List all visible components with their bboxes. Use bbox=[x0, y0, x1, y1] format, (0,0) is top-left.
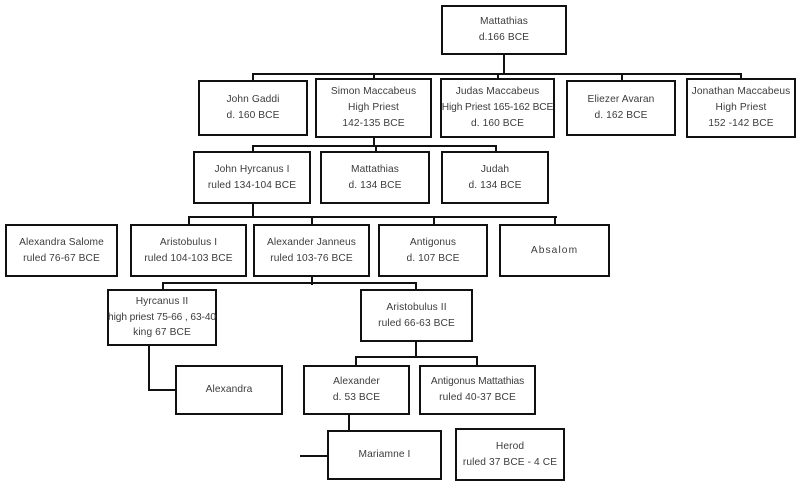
node-label-line: Alexander Janneus bbox=[267, 236, 356, 248]
node-label-line: ruled 76-67 BCE bbox=[23, 252, 100, 264]
connector-gen2-stub-jonathan bbox=[740, 73, 743, 80]
node-label-line: ruled 40-37 BCE bbox=[439, 392, 516, 403]
node-label-line: ruled 104-103 BCE bbox=[144, 252, 233, 264]
connector-gen4-bus bbox=[188, 216, 557, 219]
node-label-line: d. 160 BCE bbox=[226, 110, 280, 121]
connector-gen6-bus bbox=[355, 356, 478, 359]
connector-gen4-stub-antigonus bbox=[433, 216, 436, 226]
node-aristobulus-ii[interactable]: Aristobulus II ruled 66-63 BCE bbox=[360, 289, 473, 342]
node-john-hyrcanus-i[interactable]: John Hyrcanus I ruled 134-104 BCE bbox=[193, 151, 311, 204]
node-label-line: Absalom bbox=[530, 244, 579, 256]
node-antigonus-mattathias[interactable]: Antigonus Mattathias ruled 40-37 BCE bbox=[419, 365, 536, 415]
connector-gen3-bus bbox=[252, 145, 497, 148]
connector-gen2-stub-simon bbox=[373, 73, 376, 80]
node-label-line: ruled 66-63 BCE bbox=[378, 317, 455, 329]
connector-hyrcanus2-elbow bbox=[148, 389, 177, 392]
node-label-line: Aristobulus I bbox=[159, 236, 218, 248]
node-label-line: Mariamne I bbox=[358, 449, 411, 461]
connector-aristobulus2-drop bbox=[415, 342, 418, 358]
node-label-line: Alexander bbox=[333, 376, 380, 388]
node-label-line: High Priest bbox=[715, 102, 767, 114]
node-label-line: Herod bbox=[495, 440, 525, 452]
node-label-line: High Priest 165-162 BCE bbox=[441, 102, 554, 114]
node-label-line: Judah bbox=[480, 163, 510, 175]
node-label-line: d. 53 BCE bbox=[332, 392, 381, 403]
node-label-line: king 67 BCE bbox=[133, 327, 191, 339]
node-mattathias-elder[interactable]: Mattathias d.166 BCE bbox=[441, 5, 567, 55]
node-label-line: Antigonus bbox=[409, 236, 457, 248]
node-john-gaddi[interactable]: John Gaddi d. 160 BCE bbox=[198, 80, 308, 136]
node-alexander[interactable]: Alexander d. 53 BCE bbox=[303, 365, 410, 415]
node-label-line: high priest 75-66 , 63-40 bbox=[108, 311, 216, 323]
connector-gen2-stub-judas bbox=[497, 73, 500, 80]
connector-gen5-stub-aristobulus2 bbox=[415, 282, 418, 291]
connector-simon-drop bbox=[373, 138, 376, 147]
connector-gen3-stub-judah bbox=[495, 145, 498, 153]
node-label-line: John Hyrcanus I bbox=[214, 163, 290, 175]
node-label-line: d. 162 BCE bbox=[594, 110, 648, 121]
connector-gen5-stub-hyrcanus2 bbox=[162, 282, 165, 291]
node-label-line: ruled 103-76 BCE bbox=[270, 252, 353, 264]
node-label-line: d. 134 BCE bbox=[468, 179, 522, 191]
node-label-line: ruled 134-104 BCE bbox=[207, 179, 297, 191]
node-label-line: 152 -142 BCE bbox=[708, 117, 774, 129]
node-label-line: Judas Maccabeus bbox=[455, 86, 540, 98]
node-hyrcanus-ii[interactable]: Hyrcanus II high priest 75-66 , 63-40 king… bbox=[107, 289, 217, 346]
connector-janneus-drop bbox=[311, 277, 314, 285]
connector-gen3-stub-hyrcanus bbox=[252, 145, 255, 153]
node-alexander-janneus[interactable]: Alexander Janneus ruled 103-76 BCE bbox=[253, 224, 370, 277]
node-label-line: Alexandra bbox=[205, 384, 253, 396]
node-label-line: John Gaddi bbox=[226, 94, 280, 106]
node-label-line: Aristobulus II bbox=[386, 301, 447, 313]
node-alexandra-salome[interactable]: Alexandra Salome ruled 76-67 BCE bbox=[5, 224, 118, 277]
node-mariamne-i[interactable]: Mariamne I bbox=[327, 430, 442, 480]
node-aristobulus-i[interactable]: Aristobulus I ruled 104-103 BCE bbox=[130, 224, 247, 277]
node-alexandra[interactable]: Alexandra bbox=[175, 365, 283, 415]
node-label-line: d. 134 BCE bbox=[348, 179, 402, 191]
node-label-line: Hyrcanus II bbox=[135, 295, 189, 307]
node-label-line: Jonathan Maccabeus bbox=[691, 86, 791, 98]
connector-gen2-stub-eliezer bbox=[621, 73, 624, 82]
node-absalom[interactable]: Absalom bbox=[499, 224, 610, 277]
node-label-line: 142-135 BCE bbox=[342, 117, 405, 129]
node-label-line: ruled 37 BCE - 4 CE bbox=[462, 456, 558, 468]
connector-gen4-stub-aristobulus1 bbox=[188, 216, 191, 226]
node-herod[interactable]: Herod ruled 37 BCE - 4 CE bbox=[455, 428, 565, 481]
connector-gen2-stub-john-gaddi bbox=[252, 73, 255, 82]
connector-hyrcanus2-drop bbox=[148, 346, 151, 391]
node-label-line: Mattathias bbox=[480, 16, 528, 28]
connector-gen5-bus bbox=[162, 282, 417, 285]
connector-gen6-stub-antmatt bbox=[476, 356, 479, 367]
node-label-line: Alexandra Salome bbox=[19, 236, 104, 248]
connector-gen6-stub-alexander bbox=[355, 356, 358, 367]
connector-mattathias-drop bbox=[503, 55, 506, 75]
connector-gen4-stub-absalom bbox=[554, 216, 557, 226]
node-mattathias-son[interactable]: Mattathias d. 134 BCE bbox=[320, 151, 430, 204]
connector-hyrcanus-i-drop bbox=[252, 204, 255, 217]
node-judah[interactable]: Judah d. 134 BCE bbox=[441, 151, 549, 204]
node-label-line: Simon Maccabeus bbox=[330, 86, 417, 98]
node-label-line: d. 107 BCE bbox=[406, 252, 460, 264]
node-label-line: Mattathias bbox=[351, 163, 399, 175]
node-label-line: d. 160 BCE bbox=[470, 117, 525, 129]
node-label-line: Eliezer Avaran bbox=[587, 94, 655, 106]
connector-gen4-stub-janneus bbox=[311, 216, 314, 226]
connector-alexander-elbow bbox=[300, 455, 329, 458]
node-label-line: High Priest bbox=[348, 102, 399, 114]
connector-gen3-stub-mattathias bbox=[375, 145, 378, 153]
node-label-line: d.166 BCE bbox=[478, 32, 530, 43]
node-label-line: Antigonus Mattathias bbox=[430, 376, 525, 388]
node-antigonus[interactable]: Antigonus d. 107 BCE bbox=[378, 224, 488, 277]
node-eliezer-avaran[interactable]: Eliezer Avaran d. 162 BCE bbox=[566, 80, 676, 136]
